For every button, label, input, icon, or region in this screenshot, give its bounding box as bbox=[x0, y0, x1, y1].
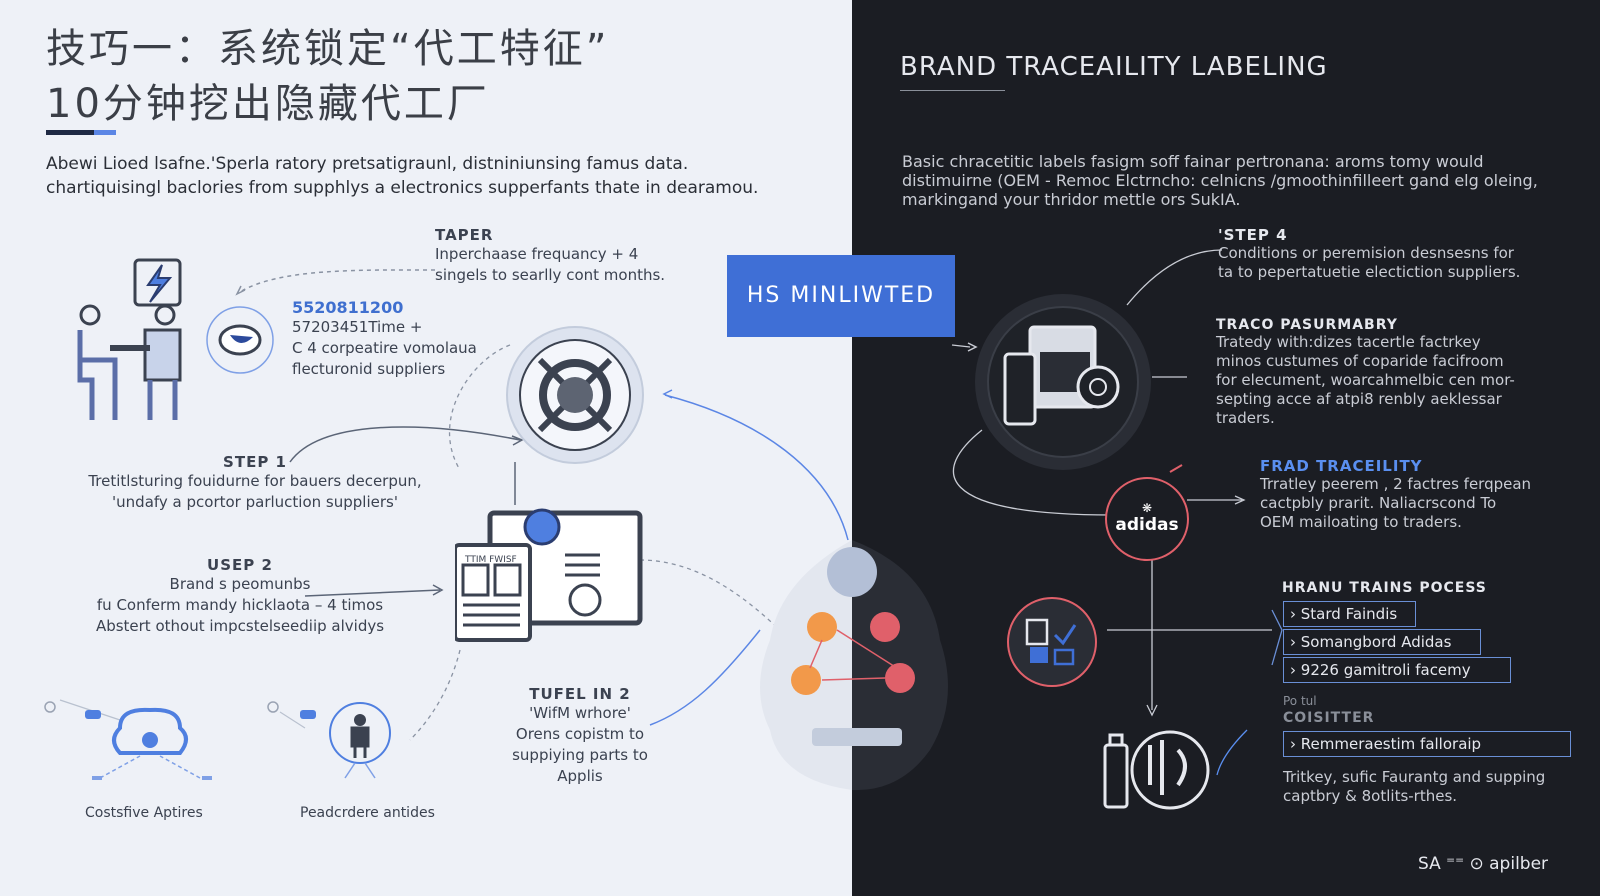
person-ring-icon bbox=[300, 702, 391, 779]
minliwted-badge: HS MINLIWTED bbox=[727, 255, 955, 337]
coisitter-item[interactable]: › Remmeraestim falloraip bbox=[1283, 731, 1571, 757]
step1-block: STEP 1 Tretitlsturing fouidurne for baue… bbox=[88, 453, 422, 511]
factory-gear-icon bbox=[506, 326, 644, 464]
right-panel bbox=[852, 0, 1600, 896]
doc-label: TTIM FWISF bbox=[464, 555, 517, 565]
devices-icon bbox=[975, 294, 1151, 470]
page-title: 技巧一：系统锁定“代工特征” 10分钟挖出隐藏代工厂 bbox=[46, 26, 610, 127]
trace-block: TRACO PASURMABRY Tratedy with:dizes tace… bbox=[1216, 317, 1515, 427]
title-underline bbox=[46, 130, 116, 135]
taper-block: TAPER Inperchaase frequancy + 4 singels … bbox=[435, 226, 666, 284]
coisitter-heading: COISITTER bbox=[1283, 710, 1375, 726]
process-heading: HRANU TRAINS POCESS bbox=[1282, 580, 1487, 596]
caption-left: Costsfive Aptires bbox=[85, 805, 203, 821]
right-connectors bbox=[951, 249, 1283, 776]
intro-text: Abewi Lioed lsafne.'Sperla ratory pretsa… bbox=[46, 154, 759, 198]
checklist-icon bbox=[1007, 597, 1097, 687]
coisitter-small: Po tul bbox=[1283, 694, 1317, 708]
people-meeting-icon bbox=[77, 258, 182, 420]
adidas-logo: ❋ adidas bbox=[1105, 477, 1189, 561]
id-block: 5520811200 57203451Time + C 4 corpeatire… bbox=[292, 298, 477, 378]
right-intro: Basic chracetitic labels fasigm soff fai… bbox=[902, 152, 1538, 209]
document-dashboard-icon: TTIM FWISF bbox=[455, 508, 643, 642]
globe-icon bbox=[206, 306, 274, 374]
process-item-3[interactable]: › 9226 gamitroli facemy bbox=[1283, 657, 1511, 683]
right-title-underline bbox=[900, 90, 1005, 91]
usep2-block: USEP 2 Brand s peomunbs fu Conferm mandy… bbox=[95, 556, 385, 635]
network-cloud-icon bbox=[85, 707, 212, 780]
brand-logo: SA ⁼⁼ ⊙ apilber bbox=[1418, 854, 1549, 874]
right-title: BRAND TRACEAILITY LABELING bbox=[900, 52, 1328, 82]
caption-mid: Peadcrdere antides bbox=[300, 805, 435, 821]
step4-block: 'STEP 4 Conditions or peremision desnses… bbox=[1218, 226, 1521, 281]
frad-block: FRAD TRACEILITY Trratley peerem , 2 fact… bbox=[1260, 457, 1532, 531]
process-item-1[interactable]: › Stard Faindis bbox=[1283, 601, 1416, 627]
bottles-icon bbox=[1103, 730, 1210, 810]
central-network-hub bbox=[760, 540, 948, 791]
left-panel bbox=[0, 0, 852, 896]
process-item-2[interactable]: › Somangbord Adidas bbox=[1283, 629, 1481, 655]
left-connectors bbox=[44, 269, 849, 741]
tufel-block: TUFEL IN 2 'WifM wrhore' Orens copistm t… bbox=[512, 685, 648, 785]
coisitter-text: Tritkey, sufic Faurantg and supping capt… bbox=[1283, 768, 1546, 805]
title-underline-accent bbox=[94, 130, 116, 135]
